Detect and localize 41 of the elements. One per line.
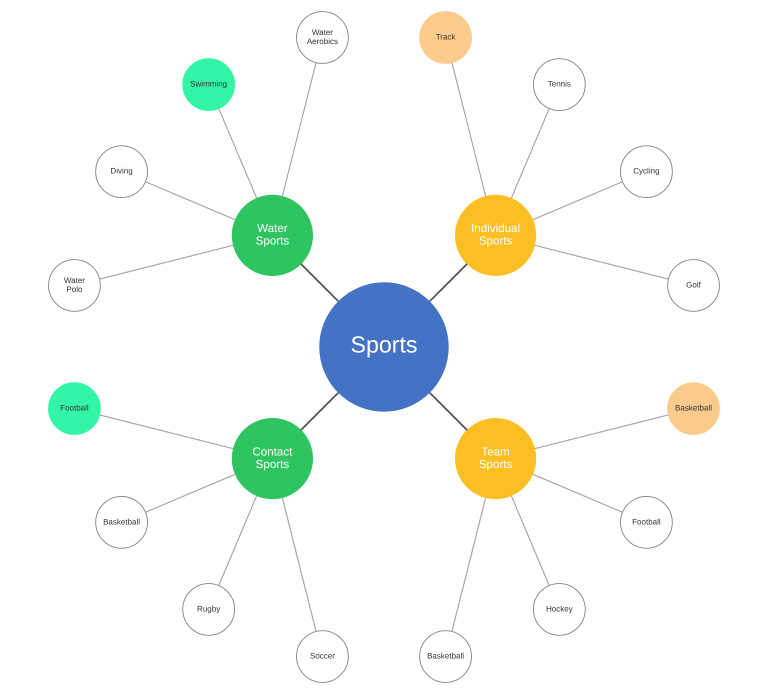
connector [300, 263, 339, 302]
node-circle: Golf [667, 259, 720, 312]
connector [532, 474, 623, 513]
connector [532, 181, 623, 220]
node-circle: Individual Sports [454, 194, 536, 276]
connector [534, 244, 668, 280]
connector [145, 181, 236, 220]
node-circle: Football [48, 382, 101, 435]
node-circle: Track [419, 11, 472, 64]
node-circle: Basketball [667, 382, 720, 435]
node-circle: Rugby [182, 583, 235, 636]
connector [282, 498, 317, 632]
node-circle: Team Sports [454, 418, 536, 500]
connector [451, 62, 486, 196]
connector [510, 108, 550, 198]
node-circle: Soccer [296, 630, 349, 683]
node-circle: Basketball [95, 496, 148, 549]
connector [145, 474, 236, 513]
node-circle: Contact Sports [232, 418, 314, 500]
node-circle: Sports [319, 282, 449, 412]
node-circle: Diving [95, 145, 148, 198]
node-circle: Water Polo [48, 259, 101, 312]
node-circle: Tennis [533, 58, 586, 111]
connector [300, 392, 339, 431]
node-circle: Swimming [182, 58, 235, 111]
node-circle: Water Aerobics [296, 11, 349, 64]
node-circle: Water Sports [232, 194, 314, 276]
node-circle: Cycling [620, 145, 673, 198]
node-circle: Football [620, 496, 673, 549]
connector [100, 244, 234, 280]
connector [451, 498, 486, 632]
connector [218, 496, 258, 586]
connector [100, 414, 234, 450]
connector [429, 392, 468, 431]
connector [534, 414, 668, 450]
connector [429, 263, 468, 302]
connector [282, 62, 317, 196]
connector [218, 108, 258, 198]
node-circle: Basketball [419, 630, 472, 683]
node-circle: Hockey [533, 583, 586, 636]
connector [510, 496, 550, 586]
